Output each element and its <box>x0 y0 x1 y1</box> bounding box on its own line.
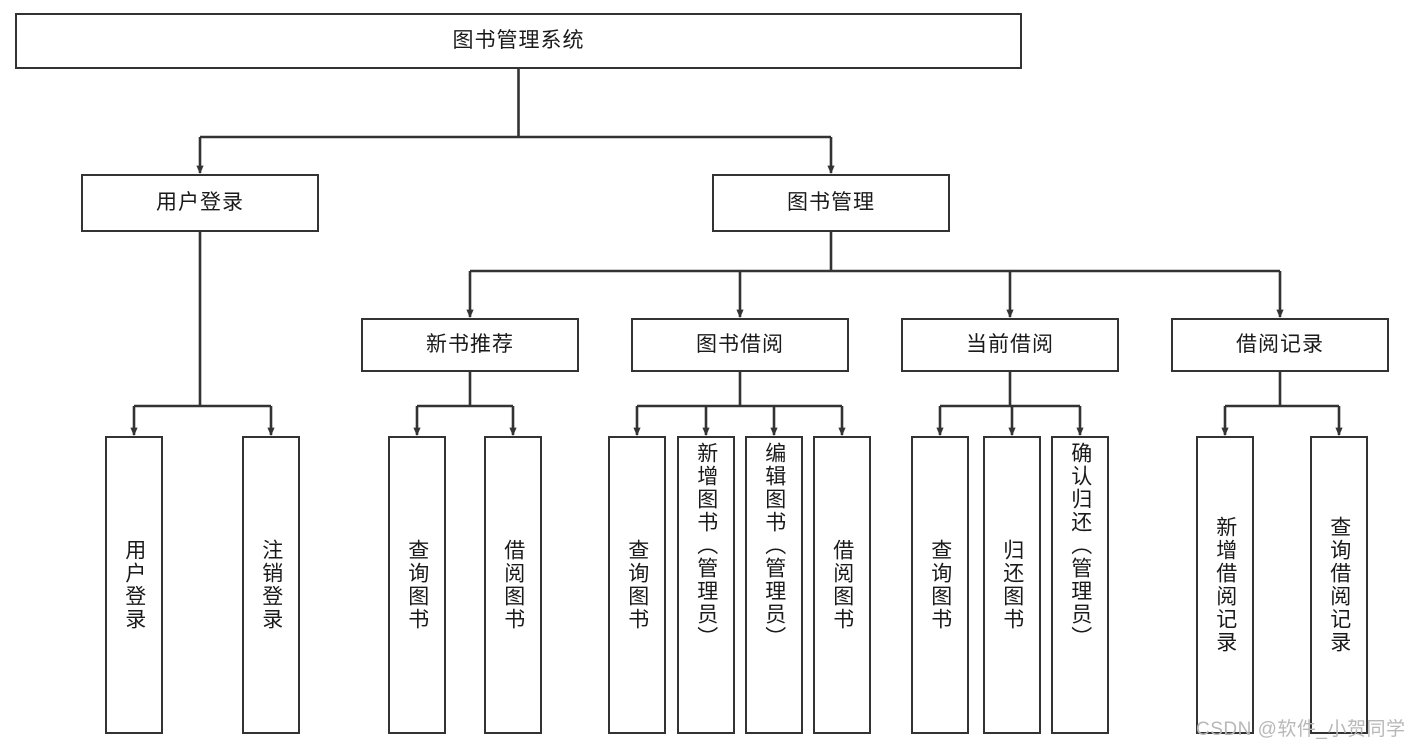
node-label: 图书管理系统 <box>452 29 585 53</box>
node-bo-borrow[interactable]: 借阅图书 <box>813 436 871 734</box>
node-label: 查询图书 <box>928 539 952 631</box>
node-label: 查询图书 <box>405 539 429 631</box>
node-newbook[interactable]: 新书推荐 <box>361 318 579 372</box>
node-label: 借阅图书 <box>830 539 854 631</box>
node-label: 借阅图书 <box>501 539 525 631</box>
tree-edges <box>130 69 1343 436</box>
node-root[interactable]: 图书管理系统 <box>15 13 1022 69</box>
node-label: 图书管理 <box>787 191 875 215</box>
node-bo-edit[interactable]: 编辑图书（管理员） <box>745 436 803 734</box>
node-re-query[interactable]: 查询借阅记录 <box>1310 436 1368 734</box>
node-bookmgmt[interactable]: 图书管理 <box>712 174 950 232</box>
node-userlogin[interactable]: 用户登录 <box>105 436 163 734</box>
node-label: 编辑图书（管理员） <box>762 442 786 649</box>
node-nb-query[interactable]: 查询图书 <box>388 436 446 734</box>
node-label: 借阅记录 <box>1236 333 1324 357</box>
node-label: 查询图书 <box>625 539 649 631</box>
node-records[interactable]: 借阅记录 <box>1171 318 1389 372</box>
node-cu-return[interactable]: 归还图书 <box>983 436 1041 734</box>
csdn-watermark: CSDN @软件_小贺同学 <box>1196 719 1405 740</box>
node-borrow[interactable]: 图书借阅 <box>631 318 849 372</box>
node-cu-query[interactable]: 查询图书 <box>911 436 969 734</box>
node-label: 新书推荐 <box>426 333 514 357</box>
node-label: 用户登录 <box>122 539 146 631</box>
node-nb-borrow[interactable]: 借阅图书 <box>484 436 542 734</box>
node-label: 当前借阅 <box>966 333 1054 357</box>
node-bo-add[interactable]: 新增图书（管理员） <box>677 436 735 734</box>
node-cu-confirm[interactable]: 确认归还（管理员） <box>1051 436 1109 734</box>
node-label: 新增借阅记录 <box>1213 516 1237 654</box>
node-label: 查询借阅记录 <box>1327 516 1351 654</box>
node-current[interactable]: 当前借阅 <box>901 318 1119 372</box>
node-bo-query[interactable]: 查询图书 <box>608 436 666 734</box>
node-logout[interactable]: 注销登录 <box>242 436 300 734</box>
node-login[interactable]: 用户登录 <box>81 174 319 232</box>
node-re-add[interactable]: 新增借阅记录 <box>1196 436 1254 734</box>
node-label: 确认归还（管理员） <box>1068 442 1092 649</box>
node-label: 图书借阅 <box>696 333 784 357</box>
node-label: 新增图书（管理员） <box>694 442 718 649</box>
node-label: 注销登录 <box>259 539 283 631</box>
node-label: 用户登录 <box>156 191 244 215</box>
node-label: 归还图书 <box>1000 539 1024 631</box>
